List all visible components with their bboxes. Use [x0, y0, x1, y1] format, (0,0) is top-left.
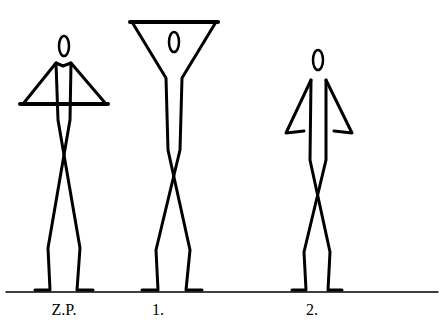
step-label: Z.P.	[52, 302, 77, 318]
stick-figure-start	[20, 36, 108, 290]
stick-figure-hands-on-hips	[286, 50, 352, 290]
stick-figure-arms-up	[130, 22, 218, 290]
step-label: 1.	[152, 302, 164, 318]
step-label: 2.	[306, 302, 318, 318]
ground-line	[6, 291, 438, 293]
